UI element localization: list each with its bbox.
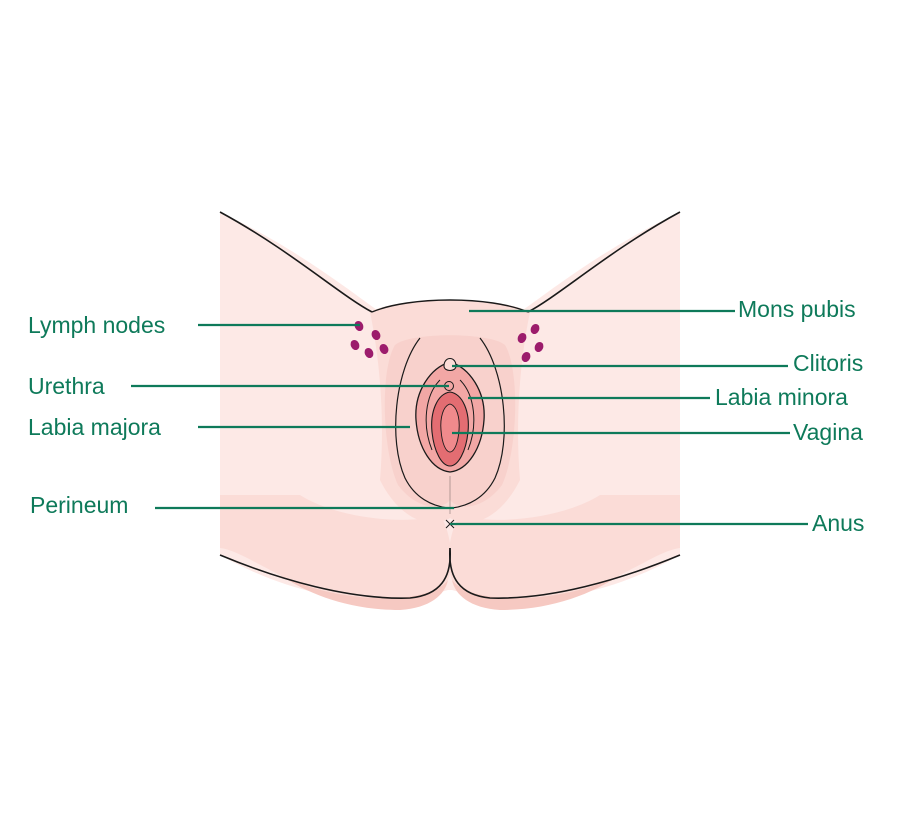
lymph-node: [350, 339, 360, 351]
lymph-node: [517, 332, 527, 344]
left-hip-outline: [219, 211, 373, 313]
label-lymph-nodes: Lymph nodes: [28, 312, 165, 338]
lymph-node: [530, 323, 540, 335]
leader-lines: [131, 309, 808, 526]
label-labia-minora: Labia minora: [715, 384, 848, 410]
labia-majora-left-line: [395, 337, 449, 509]
label-anus: Anus: [812, 510, 864, 536]
labia-minora-fold-right: [459, 379, 475, 451]
thighs-area-right: [530, 212, 680, 470]
lymph-nodes-left: [350, 320, 389, 359]
labia-majora-right-line: [451, 337, 505, 509]
label-labia-majora: Labia majora: [28, 414, 161, 440]
label-clitoris: Clitoris: [793, 350, 863, 376]
thighs-area: [220, 212, 370, 470]
buttock-shadow-left: [280, 575, 448, 610]
label-urethra: Urethra: [28, 373, 105, 399]
label-perineum: Perineum: [30, 492, 128, 518]
lymph-node: [534, 341, 544, 353]
body-illustration: [219, 211, 681, 610]
left-buttock: [220, 495, 452, 599]
labels: Lymph nodes Urethra Labia majora Perineu…: [28, 296, 864, 536]
label-mons-pubis: Mons pubis: [738, 296, 856, 322]
lymph-node: [379, 343, 389, 355]
right-buttock-outline: [449, 547, 681, 599]
lymph-node: [371, 329, 381, 341]
labia-minora-fold-left: [425, 379, 441, 451]
lymph-node: [521, 351, 531, 363]
lymph-node: [364, 347, 374, 359]
left-buttock-outline: [219, 547, 451, 599]
lymph-nodes-right: [517, 323, 544, 363]
clitoris-shape: [443, 357, 457, 372]
vagina-inner-shape: [440, 403, 460, 453]
right-buttock: [448, 495, 680, 599]
mons-outline: [371, 299, 529, 313]
buttock-shadow-right: [452, 575, 620, 610]
right-hip-outline: [527, 211, 681, 313]
label-vagina: Vagina: [793, 419, 863, 445]
